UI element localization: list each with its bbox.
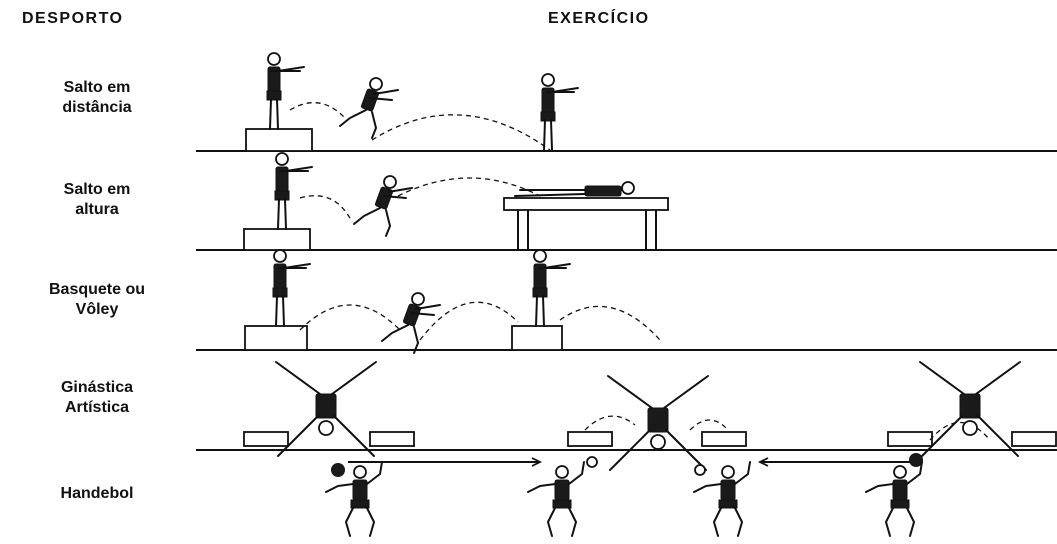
handball-exercise: [326, 453, 923, 536]
long-jump-exercise: [246, 53, 578, 151]
basket-volley-exercise: [245, 250, 660, 353]
high-jump-exercise: [244, 153, 668, 250]
gymnastics-exercise: [244, 362, 1056, 470]
